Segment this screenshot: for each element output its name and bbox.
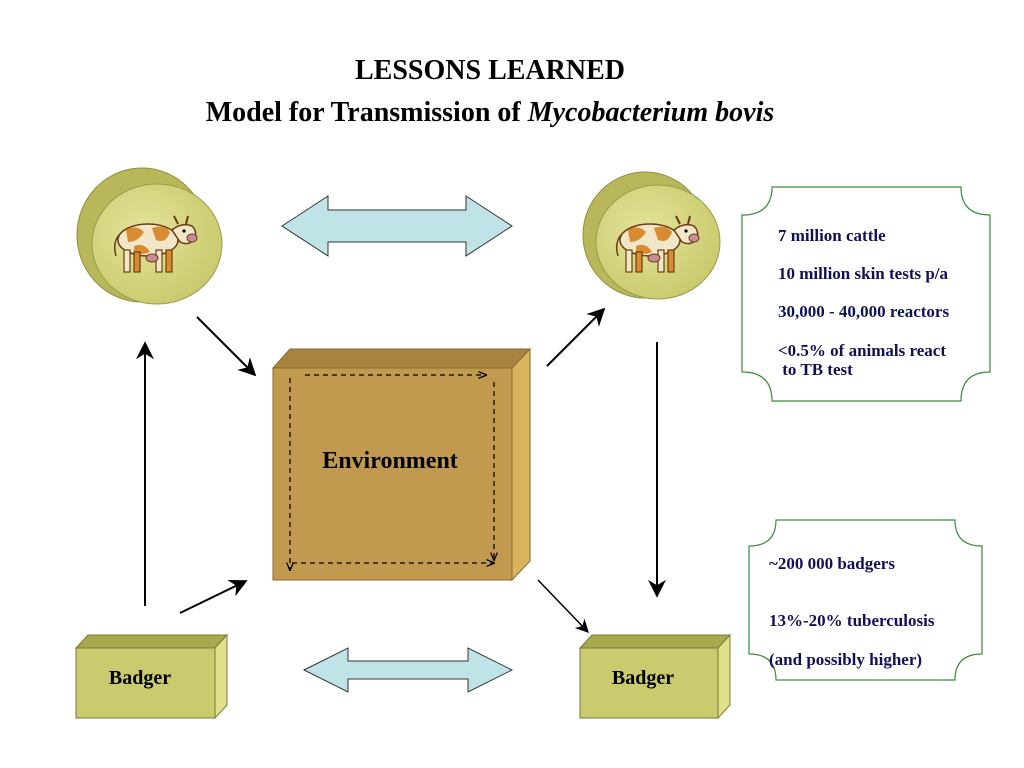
title-line-2-italic: Mycobacterium bovis: [527, 97, 775, 128]
arrow-icon: [546, 307, 606, 367]
title-line-2-prefix: Model for Transmission of: [206, 97, 528, 128]
cow-disc-left: [76, 167, 223, 305]
badger-label-right: Badger: [612, 667, 674, 689]
cattle-info-line-2: 10 million skin tests p/a: [778, 264, 949, 283]
title-line-2: Model for Transmission of Mycobacterium …: [206, 97, 775, 128]
badger-box-left: Badger: [74, 633, 229, 720]
cattle-info-box: 7 million cattle 10 million skin tests p…: [741, 186, 991, 402]
badger-info-line-3: (and possibly higher): [769, 650, 922, 669]
cattle-info-line-3: 30,000 - 40,000 reactors: [778, 302, 949, 321]
badger-info-line-1: ~200 000 badgers: [769, 554, 895, 573]
arrow-icon: [537, 579, 589, 633]
cattle-info-line-4: <0.5% of animals react: [778, 341, 946, 360]
cattle-info-line-5: to TB test: [778, 360, 853, 379]
title-line-1: LESSONS LEARNED: [355, 55, 625, 86]
double-arrow-icon: [302, 647, 514, 693]
cow-disc-right: [582, 171, 721, 300]
environment-box: Environment: [271, 347, 532, 582]
environment-label: Environment: [322, 448, 458, 474]
badger-info-box: ~200 000 badgers 13%-20% tuberculosis (a…: [748, 519, 983, 681]
double-arrow-icon: [281, 195, 513, 257]
arrow-icon: [179, 579, 248, 614]
badger-info-line-2: 13%-20% tuberculosis: [769, 611, 935, 630]
cow-icon: [113, 215, 198, 273]
cattle-info-line-1: 7 million cattle: [778, 226, 886, 245]
badger-box-right: Badger: [578, 633, 732, 720]
badger-label-left: Badger: [109, 667, 171, 689]
arrow-icon: [196, 316, 257, 377]
